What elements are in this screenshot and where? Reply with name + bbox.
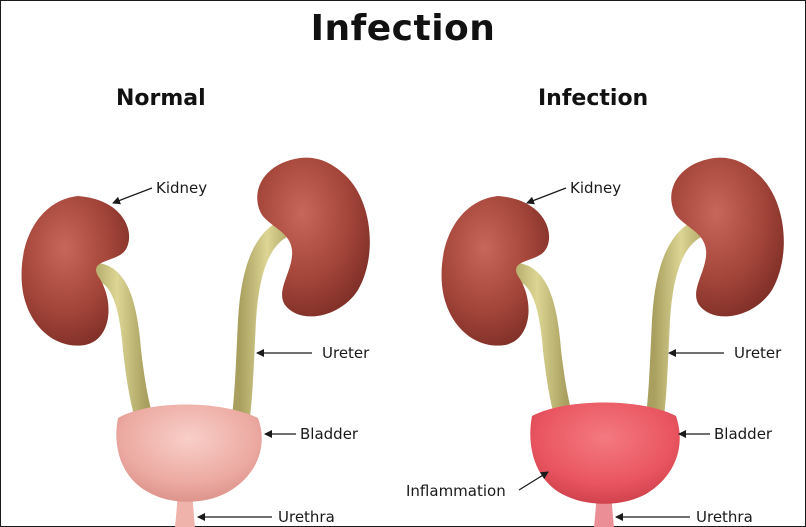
label-ureter-normal: Ureter [322,344,370,362]
bladder-normal [116,405,261,502]
kidney-pointer-normal [113,188,152,203]
bladder-infection [530,403,679,504]
label-inflammation: Inflammation [406,482,506,500]
infection-panel: Kidney Ureter Bladder Inflammation Ureth… [406,158,784,527]
label-bladder-normal: Bladder [300,425,359,443]
normal-panel: Kidney Ureter Bladder Urethra [22,158,371,527]
label-urethra-normal: Urethra [278,508,335,526]
label-bladder-infection: Bladder [714,425,773,443]
label-kidney-normal: Kidney [156,179,207,197]
label-ureter-infection: Ureter [734,344,782,362]
label-kidney-infection: Kidney [570,179,621,197]
ureter-right-normal [240,225,294,425]
kidney-pointer-infection [527,188,566,203]
label-urethra-infection: Urethra [696,508,753,526]
inflammation-pointer [519,472,548,490]
ureter-right-infection [654,225,708,425]
